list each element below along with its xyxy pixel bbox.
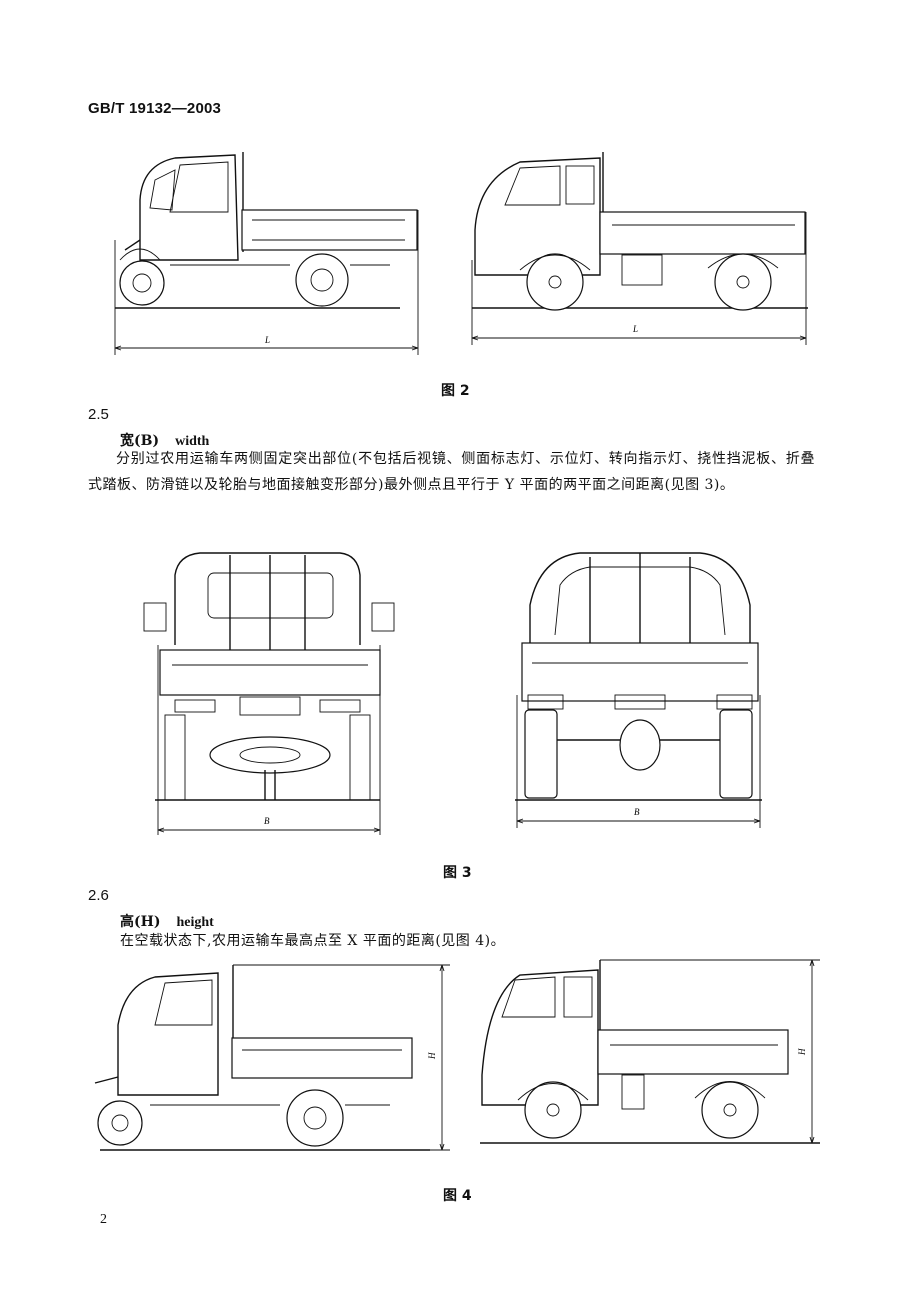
section-2-6-term: 高(H) height: [120, 911, 214, 931]
section-2-5-term-cn: 宽(B): [120, 433, 160, 449]
four-wheel-truck-height: H: [480, 959, 820, 1144]
three-wheel-truck-height: H: [94, 964, 450, 1151]
figure-4-dim-label-right: H: [797, 1048, 807, 1056]
section-2-6-term-en: height: [176, 915, 214, 930]
figure-3-drawing: B B: [143, 552, 762, 835]
figure-3-dim-label-right: B: [634, 807, 640, 817]
figure-3-dim-label-left: B: [264, 816, 270, 826]
section-2-6-number: 2.6: [88, 887, 109, 904]
section-2-6-definition: 在空载状态下,农用运输车最高点至 X 平面的距离(见图 4)。: [120, 933, 506, 949]
four-wheel-truck-side: L: [471, 152, 808, 345]
figure-2-dim-label-left: L: [264, 335, 270, 345]
figure-2-caption: 图 2: [441, 383, 470, 399]
figure-4-caption: 图 4: [443, 1188, 472, 1204]
three-wheel-truck-rear: B: [143, 552, 395, 835]
section-2-6-term-cn: 高(H): [120, 914, 161, 930]
three-wheel-truck-side: L: [114, 152, 419, 355]
standard-code: GB/T 19132—2003: [88, 100, 222, 117]
figure-2-drawing: L L: [114, 152, 808, 355]
figure-4-drawing: H H: [94, 959, 820, 1151]
four-wheel-truck-rear: B: [515, 552, 762, 828]
section-2-5-term: 宽(B) width: [120, 430, 209, 450]
figure-2-dim-label-right: L: [632, 324, 638, 334]
figure-4-dim-label-left: H: [427, 1052, 437, 1060]
section-2-5-term-en: width: [175, 434, 210, 449]
section-2-5-definition: 分别过农用运输车两侧固定突出部位(不包括后视镜、侧面标志灯、示位灯、转向指示灯、…: [88, 451, 815, 493]
section-2-5-number: 2.5: [88, 406, 109, 423]
figure-3-caption: 图 3: [443, 865, 472, 881]
page-number: 2: [100, 1212, 107, 1227]
